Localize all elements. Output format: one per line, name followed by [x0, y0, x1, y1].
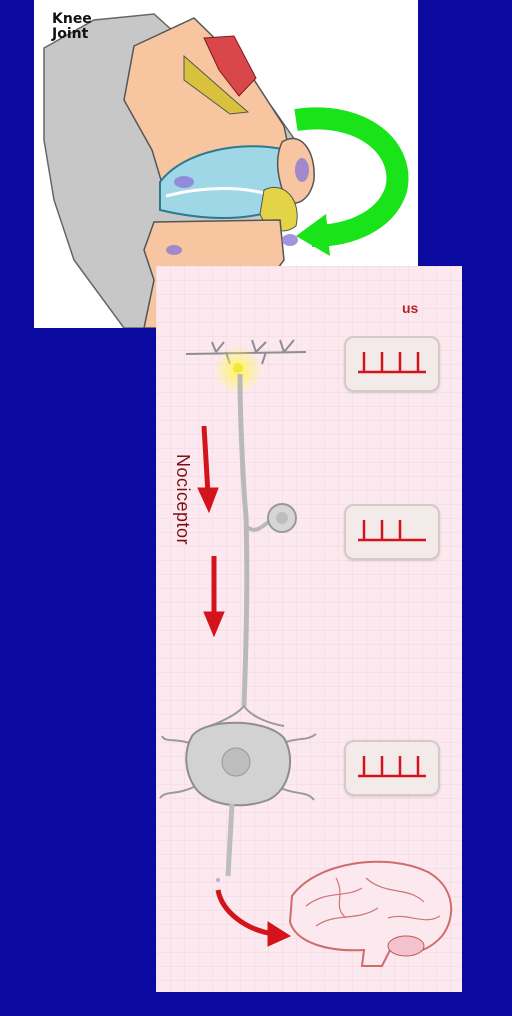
spike-train-icon	[346, 338, 438, 390]
knee-joint-title: Knee Joint	[52, 12, 92, 42]
spike-train-box-spinal-neuron	[344, 740, 440, 796]
nociceptor-label: Nociceptor	[172, 454, 193, 545]
spike-train-icon	[346, 506, 438, 558]
spike-train-icon	[346, 742, 438, 794]
spike-train-box-stimulus	[344, 336, 440, 392]
spike-train-box-nociceptor	[344, 504, 440, 560]
stimulus-label-fragment: us	[402, 300, 418, 316]
